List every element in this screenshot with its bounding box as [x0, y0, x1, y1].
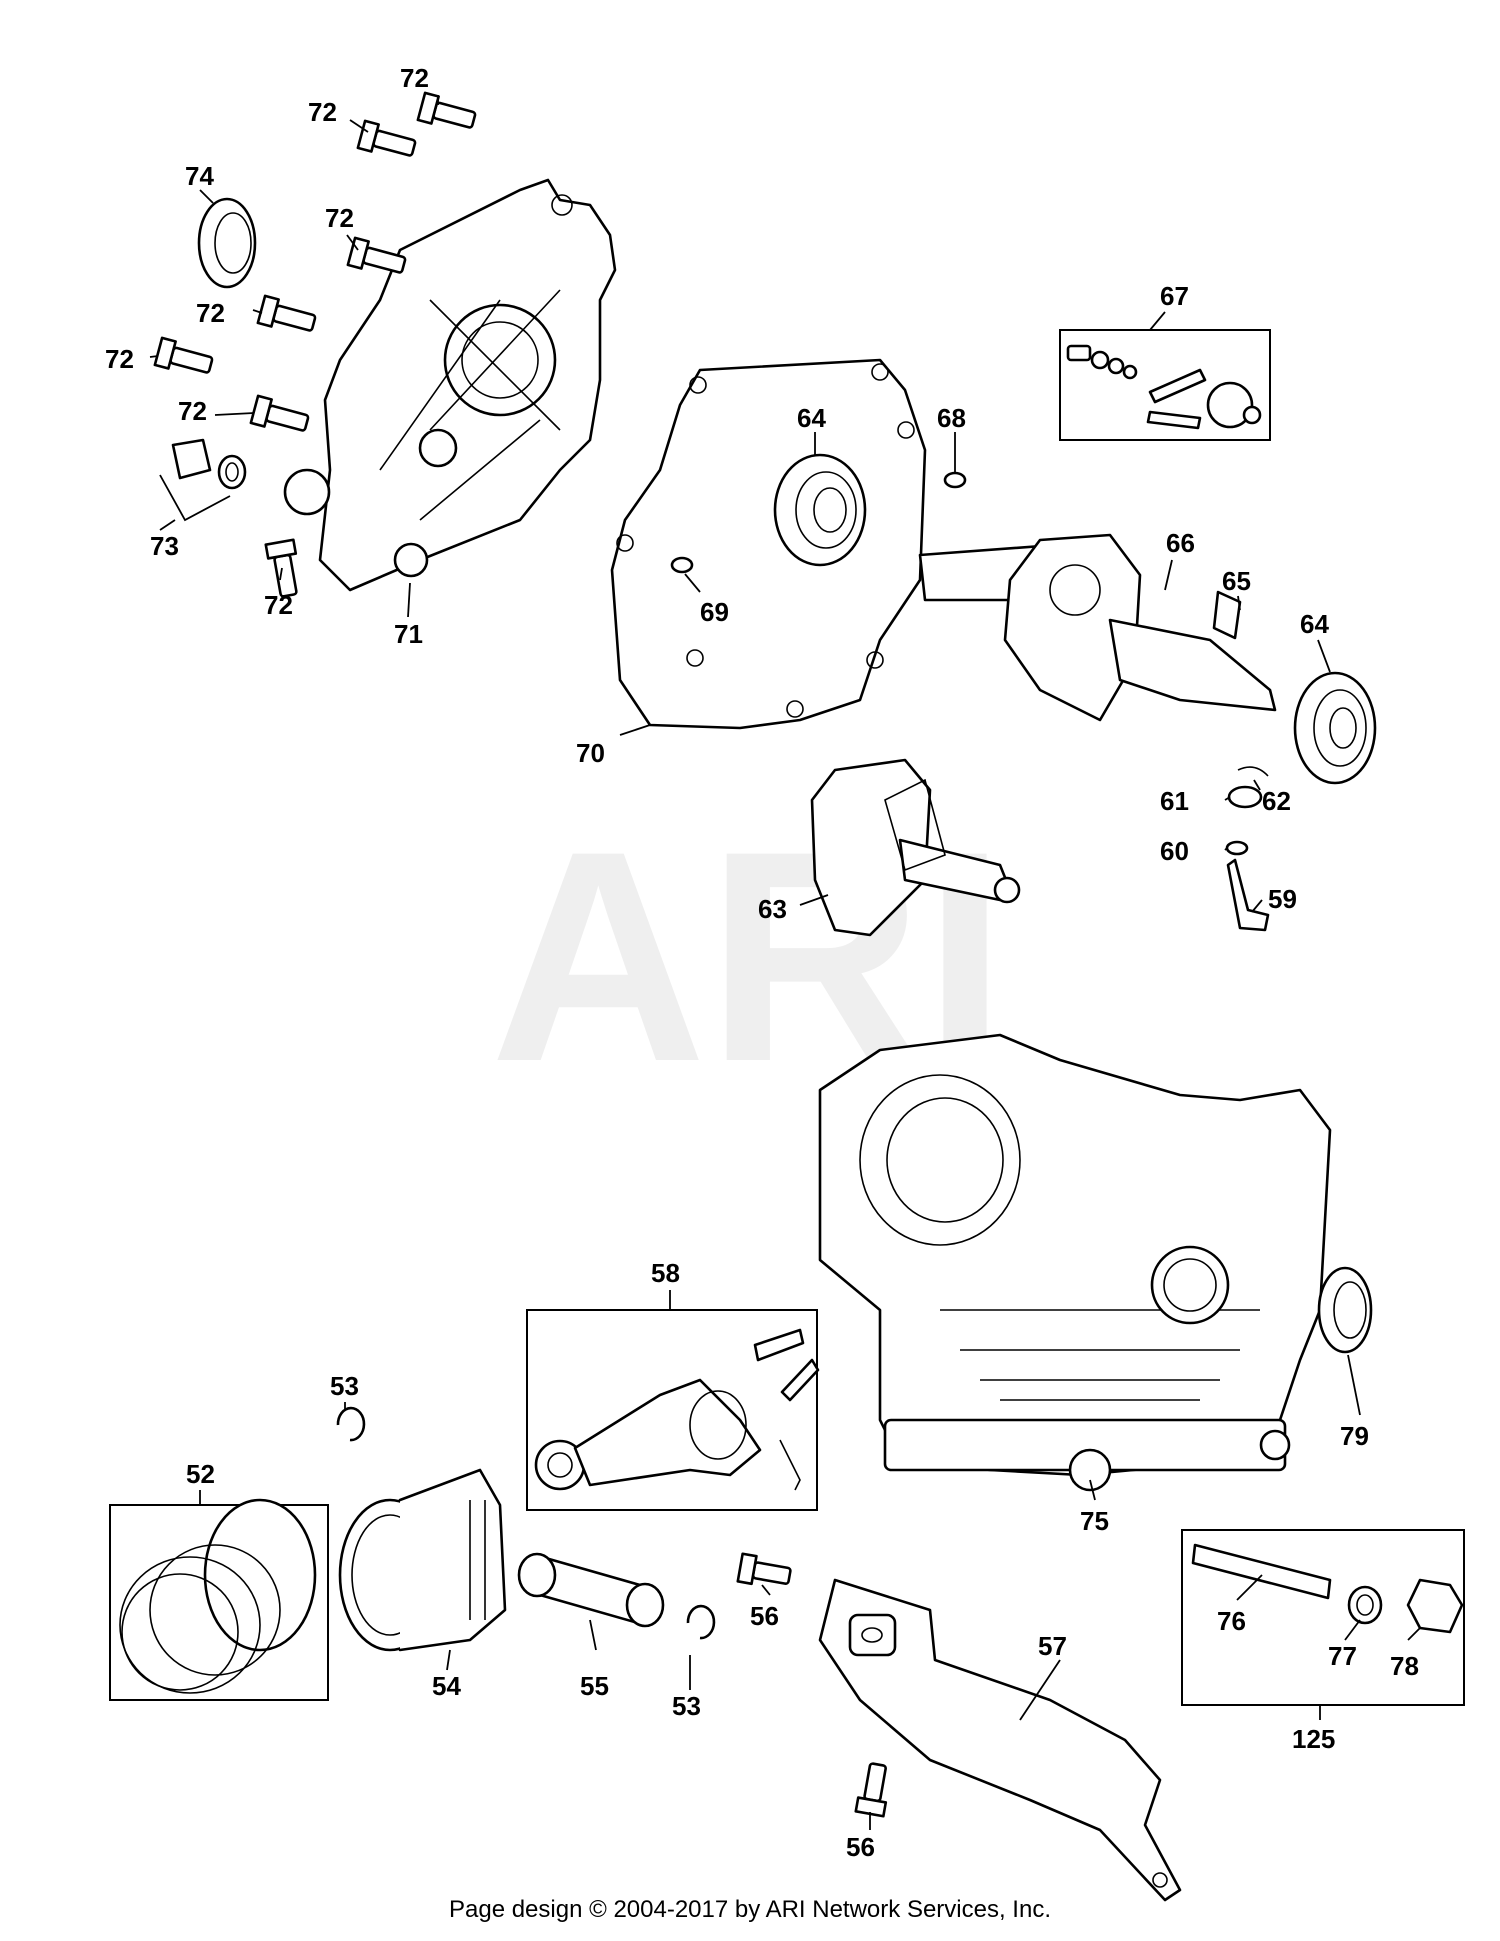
- bearing-64-lower: [1293, 671, 1377, 785]
- callout-60: 60: [1160, 836, 1189, 866]
- callout-56: 56: [750, 1601, 779, 1631]
- clip-62: [1237, 766, 1269, 777]
- callout-56: 56: [846, 1832, 875, 1862]
- callout-69: 69: [700, 597, 729, 627]
- callout-72: 72: [196, 298, 225, 328]
- washer-77: [1347, 1585, 1383, 1625]
- callout-labels: 74 72 72 72 72 72 72 72 73 71 70 64 68 6…: [105, 63, 1419, 1862]
- shaft-59: [1226, 858, 1270, 932]
- drain-plug-73: [171, 438, 247, 490]
- bearing-64-upper: [773, 453, 867, 567]
- callout-73: 73: [150, 531, 179, 561]
- connecting-rod-kit-58: [526, 1309, 820, 1511]
- callout-70: 70: [576, 738, 605, 768]
- piston-rings-52: [109, 1498, 329, 1701]
- snap-ring-53-upper: [336, 1406, 366, 1442]
- oil-seal-74: [197, 197, 257, 289]
- oil-dipper-assembly: [1225, 766, 1270, 932]
- callout-65: 65: [1222, 566, 1251, 596]
- callout-59: 59: [1268, 884, 1297, 914]
- callout-76: 76: [1217, 1606, 1246, 1636]
- crankcase-cover: [283, 178, 617, 592]
- nut-78: [1406, 1578, 1464, 1634]
- governor-kit-67: [1059, 329, 1271, 441]
- woodruff-key-65: [1212, 590, 1242, 640]
- callout-75: 75: [1080, 1506, 1109, 1536]
- callout-72: 72: [264, 590, 293, 620]
- washer-61: [1227, 785, 1263, 809]
- gasket-70: [610, 358, 927, 730]
- callout-55: 55: [580, 1671, 609, 1701]
- callout-77: 77: [1328, 1641, 1357, 1671]
- engine-block-75: [818, 1033, 1332, 1492]
- callout-79: 79: [1340, 1421, 1369, 1451]
- callout-78: 78: [1390, 1651, 1419, 1681]
- callout-53: 53: [330, 1371, 359, 1401]
- callout-57: 57: [1038, 1631, 1067, 1661]
- callout-72: 72: [308, 97, 337, 127]
- shaft-76: [1191, 1543, 1332, 1600]
- callout-53: 53: [672, 1691, 701, 1721]
- callout-72: 72: [325, 203, 354, 233]
- camshaft-63: [810, 758, 1021, 937]
- callout-54: 54: [432, 1671, 461, 1701]
- callout-68: 68: [937, 403, 966, 433]
- callout-64: 64: [1300, 609, 1329, 639]
- callout-125: 125: [1292, 1724, 1335, 1754]
- flange-bolts-72: [153, 91, 477, 598]
- dowel-pin-68: [943, 471, 967, 489]
- callout-72: 72: [400, 63, 429, 93]
- crankshaft-66: [918, 533, 1277, 722]
- callout-62: 62: [1262, 786, 1291, 816]
- callout-64: 64: [797, 403, 826, 433]
- callout-66: 66: [1166, 528, 1195, 558]
- callout-52: 52: [186, 1459, 215, 1489]
- callout-63: 63: [758, 894, 787, 924]
- copyright-footer: Page design © 2004-2017 by ARI Network S…: [448, 1896, 1051, 1923]
- baffle-57: [818, 1578, 1182, 1902]
- callout-72: 72: [105, 344, 134, 374]
- callout-74: 74: [185, 161, 214, 191]
- leader-lines: [149, 95, 1421, 1830]
- callout-71: 71: [394, 619, 423, 649]
- snap-ring-53-lower: [686, 1604, 716, 1640]
- bolts-56: [736, 1552, 888, 1818]
- callout-58: 58: [651, 1258, 680, 1288]
- oil-seal-79: [1317, 1266, 1373, 1354]
- dowel-pin-69: [670, 556, 694, 574]
- callout-61: 61: [1160, 786, 1189, 816]
- kit-125: [1181, 1529, 1465, 1706]
- callout-72: 72: [178, 396, 207, 426]
- piston-pin-55: [517, 1552, 665, 1628]
- callout-67: 67: [1160, 281, 1189, 311]
- piston-54: [338, 1468, 507, 1652]
- seal-60: [1225, 840, 1249, 856]
